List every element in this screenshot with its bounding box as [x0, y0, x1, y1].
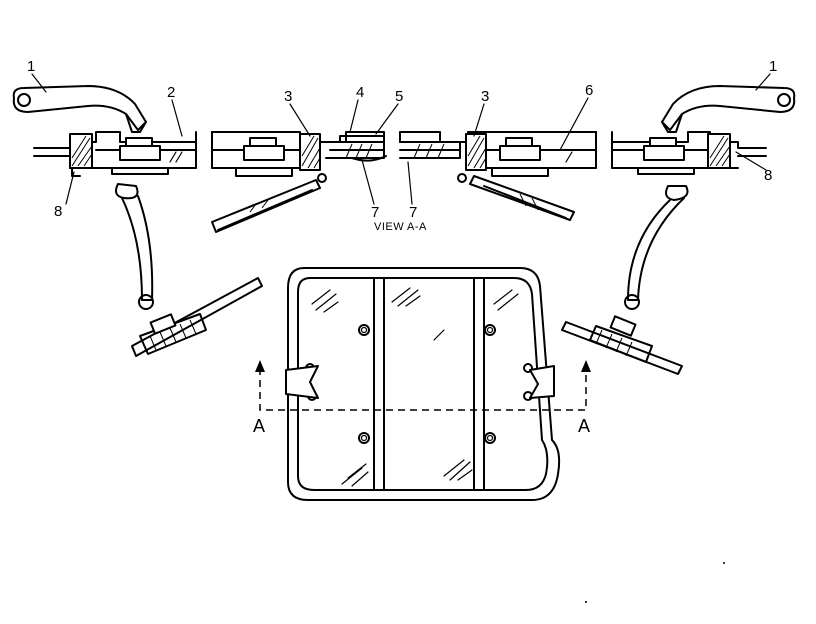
callout-3-a: 3: [284, 88, 292, 105]
section-mark-right: A: [578, 416, 590, 436]
right-handle-assembly: [561, 85, 796, 375]
callout-5: 5: [395, 88, 403, 105]
center-right-sash-section: [399, 131, 597, 221]
section-mark-left: A: [253, 416, 265, 436]
section-line-a-a: [255, 360, 591, 411]
callout-8-right: 8: [764, 167, 772, 184]
callout-3-b: 3: [481, 88, 489, 105]
callout-8-left: 8: [54, 203, 62, 220]
callout-7-a: 7: [371, 204, 379, 221]
callout-1-left: 1: [27, 58, 35, 75]
callout-7-b: 7: [409, 204, 417, 221]
window-elevation: [285, 267, 561, 501]
callout-2: 2: [167, 84, 175, 101]
callout-4: 4: [356, 84, 364, 101]
callout-6: 6: [585, 82, 593, 99]
view-label: VIEW A-A: [374, 221, 427, 233]
left-handle-assembly: [12, 85, 263, 357]
center-left-sash-section: [211, 131, 387, 233]
callout-1-right: 1: [769, 58, 777, 75]
leader-lines: [31, 73, 771, 205]
